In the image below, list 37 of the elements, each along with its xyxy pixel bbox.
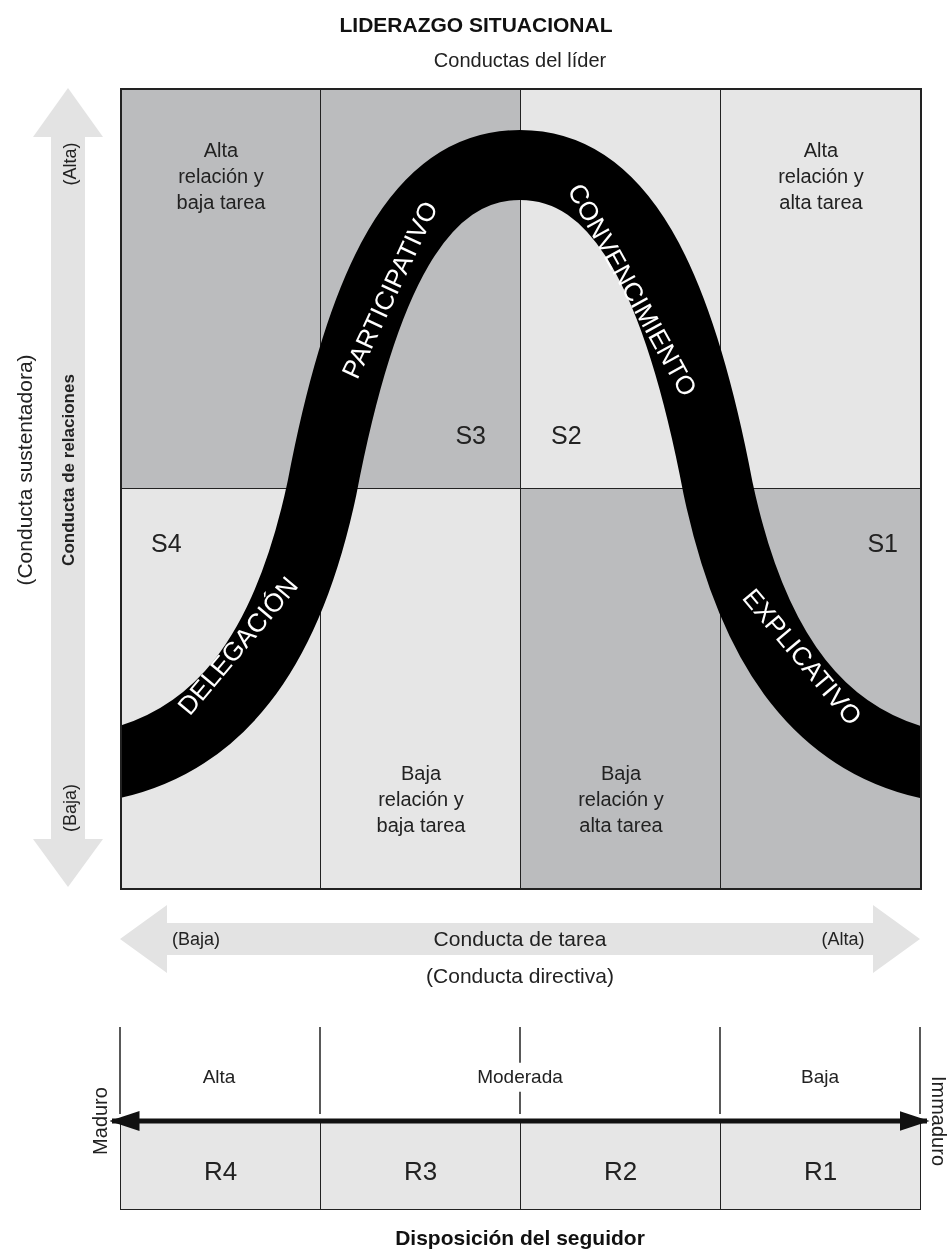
- cell-text: R4: [202, 1155, 239, 1188]
- quadrant-cell: [120, 88, 321, 489]
- double-arrow: [109, 1111, 930, 1131]
- level-label: Moderada: [475, 1062, 565, 1092]
- cell-text: Baja relación y alta tarea: [577, 761, 665, 838]
- axis-title: Conducta de tarea: [433, 926, 607, 953]
- quadrant-cell: [720, 88, 921, 489]
- axis-label: (Baja): [172, 927, 220, 951]
- axis-label: (Alta): [58, 142, 81, 186]
- level-label: Alta: [202, 1064, 236, 1089]
- cell-text: Alta relación y alta tarea: [777, 138, 865, 215]
- quadrant-cell: [520, 488, 721, 889]
- cell-text: S1: [867, 528, 898, 559]
- axis-end-label: Maduro: [88, 1087, 112, 1155]
- cell-text: Baja relación y baja tarea: [375, 761, 467, 838]
- quadrant-cell: [320, 488, 521, 889]
- cell-text: Alta relación y baja tarea: [175, 138, 267, 215]
- readiness-cell: [720, 1121, 921, 1210]
- diagram-title: LIDERAZGO SITUACIONAL: [338, 12, 614, 38]
- cell-text: R2: [602, 1155, 639, 1188]
- axis-end-label: Immaduro: [927, 1076, 951, 1166]
- cell-text: S3: [455, 419, 486, 451]
- axis-title: Disposición del seguidor: [395, 1225, 645, 1252]
- axis-label: (Conducta directiva): [426, 963, 614, 990]
- cell-text: S4: [151, 528, 182, 559]
- subtitle: Conductas del líder: [433, 48, 607, 73]
- level-label: Baja: [801, 1064, 839, 1089]
- axis-label: (Conducta sustentadora): [12, 354, 38, 586]
- readiness-cell: [320, 1121, 521, 1210]
- axis-label: (Baja): [58, 784, 81, 832]
- axis-title: Conducta de relaciones: [58, 374, 80, 566]
- readiness-cell: [120, 1121, 321, 1210]
- readiness-cell: [520, 1121, 721, 1210]
- axis-label: (Alta): [821, 927, 865, 951]
- cell-text: R3: [402, 1155, 439, 1188]
- cell-text: S2: [551, 419, 582, 451]
- cell-text: R1: [802, 1155, 839, 1188]
